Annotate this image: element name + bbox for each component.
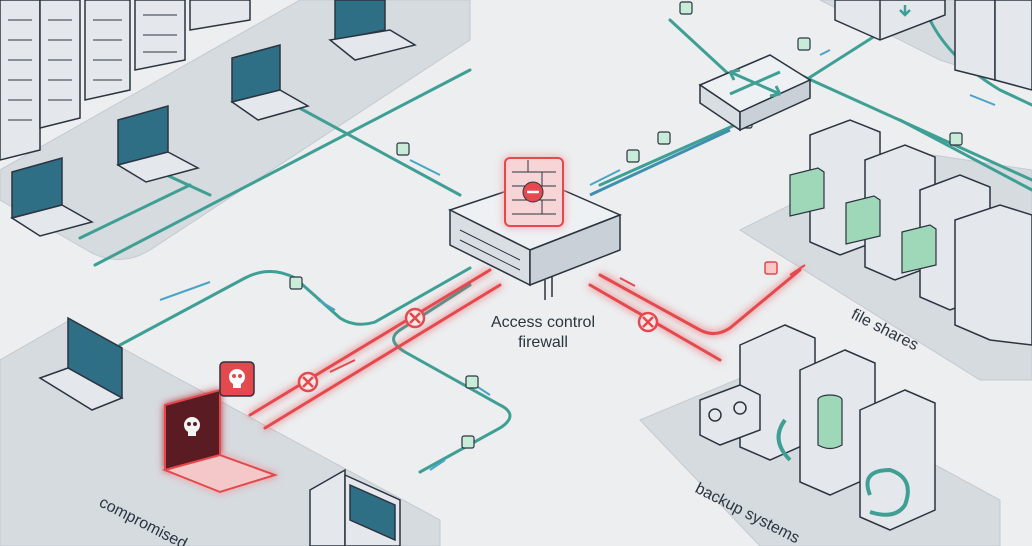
firewall-label-line2: firewall [518,334,568,351]
database-icon [817,394,843,450]
brick-wall-blocked-icon [504,157,564,227]
blocked-path-to-file-shares [598,268,802,335]
core-switch [834,0,946,41]
firewall-label: Access control firewall [478,313,608,353]
link-router-up [668,18,737,82]
laptop [328,0,417,61]
office-zone-platform [0,0,471,261]
circle-x-icon [637,311,659,333]
blocked-markers [297,307,659,393]
link-blue-router [589,128,731,197]
traffic-arrows [159,49,996,471]
core-server-rack [954,0,1032,91]
blocked-packet [764,261,778,275]
link-file-shares [898,118,1032,192]
blocked-traffic-arrows [329,264,806,373]
link-firewall-to-workstation [392,283,512,474]
circle-x-icon [404,307,426,329]
router [698,54,812,132]
blocked-path-compromised-upper [248,268,492,417]
blocked-paths [248,268,802,430]
laptop [10,157,94,237]
circle-x-icon [297,371,319,393]
link-office-bus [93,68,472,267]
workstation [309,468,401,546]
laptop [230,44,310,121]
link-office-to-firewall [268,90,462,197]
link-laptop-a [78,183,192,240]
laptop [38,316,124,411]
threat-badge [219,361,255,397]
firewall-label-line1: Access control [490,314,596,331]
tape-drive [699,384,761,446]
sync-arrows-icon [776,418,910,517]
link-firewall-to-router [598,123,737,187]
link-laptop-to-firewall [118,266,472,347]
skull-icon [184,417,200,436]
network-links [78,18,1032,474]
router-arrows-icon [728,68,782,98]
server-vents [8,14,177,121]
laptop [116,105,201,183]
folder-icon [789,167,937,274]
blocked-path-compromised-lower [263,283,502,430]
